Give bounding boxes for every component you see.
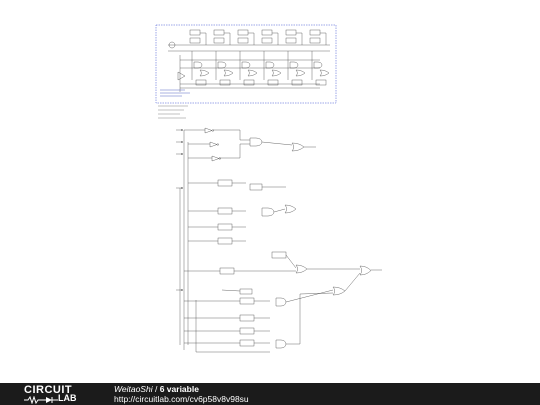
- separator: /: [154, 384, 158, 394]
- or-gate: [359, 265, 372, 276]
- wire: [285, 254, 297, 269]
- and-gate: [249, 137, 263, 147]
- component-box: [217, 223, 233, 231]
- component-box: [261, 37, 273, 44]
- component-box: [219, 267, 235, 275]
- wire: [261, 141, 293, 146]
- and-gate: [241, 61, 251, 69]
- or-gate: [271, 69, 282, 77]
- schematic: [155, 24, 382, 353]
- component-box: [267, 79, 279, 86]
- component-box: [285, 37, 297, 44]
- component-box: [237, 37, 249, 44]
- component-box: [189, 29, 201, 36]
- or-gate: [295, 69, 306, 77]
- not-gate: [211, 155, 220, 162]
- or-gate: [247, 69, 258, 77]
- component-box: [219, 79, 231, 86]
- component-box: [309, 37, 321, 44]
- and-gate: [265, 61, 275, 69]
- not-bubble: [216, 143, 219, 146]
- and-gate: [217, 61, 227, 69]
- component-box: [195, 79, 207, 86]
- component-box: [249, 183, 263, 191]
- block-notes: [158, 89, 190, 119]
- input-pin: [180, 140, 183, 143]
- component-box: [217, 207, 233, 215]
- component-box: [239, 339, 255, 347]
- component-box: [217, 179, 233, 187]
- or-gate: [223, 69, 234, 77]
- and-gate: [275, 297, 287, 307]
- component-box: [239, 314, 255, 322]
- logic-network: [176, 127, 382, 353]
- component-box: [239, 288, 253, 295]
- component-box: [239, 327, 255, 335]
- component-box: [271, 251, 287, 259]
- and-gate: [193, 61, 203, 69]
- and-gate: [261, 207, 275, 217]
- component-box: [243, 79, 255, 86]
- component-box: [213, 29, 225, 36]
- wire: [285, 289, 334, 303]
- logo-waveform-icon: [24, 396, 58, 404]
- input-pin: [180, 289, 183, 292]
- component-box: [285, 29, 297, 36]
- circuit-title: 6 variable: [159, 384, 199, 394]
- or-gate: [199, 69, 210, 77]
- logo-text-top: CIRCUIT: [24, 384, 73, 396]
- or-gate: [332, 286, 346, 296]
- and-gate: [313, 61, 323, 69]
- not-bubble: [218, 157, 221, 160]
- schematic-canvas[interactable]: [0, 0, 540, 383]
- or-gate: [284, 204, 297, 214]
- circuit-url-link[interactable]: http://circuitlab.com/cv6p58v8v98su: [114, 393, 249, 404]
- wire: [221, 289, 241, 292]
- component-box: [217, 237, 233, 245]
- or-gate: [291, 142, 305, 152]
- input-pin: [180, 186, 183, 189]
- credits: WeitaoShi / 6 variable http://circuitlab…: [114, 384, 249, 404]
- register-stages: [189, 29, 330, 86]
- input-pin: [180, 152, 183, 155]
- or-gate: [319, 69, 330, 77]
- not-gate: [204, 127, 213, 134]
- or-gate: [295, 264, 308, 274]
- component-box: [237, 29, 249, 36]
- component-box: [189, 37, 201, 44]
- component-box: [291, 79, 303, 86]
- input-pin: [180, 128, 183, 131]
- logo-text-bottom: LAB: [58, 393, 77, 403]
- shift-register-block: [155, 24, 337, 104]
- component-box: [213, 37, 225, 44]
- and-gate: [289, 61, 299, 69]
- and-gate: [275, 339, 287, 349]
- component-box: [239, 297, 255, 305]
- footer-bar: CIRCUIT LAB WeitaoShi / 6 variable http:…: [0, 383, 540, 405]
- component-box: [315, 79, 327, 86]
- author-link[interactable]: WeitaoShi: [114, 384, 153, 394]
- wire: [273, 208, 286, 213]
- component-box: [261, 29, 273, 36]
- wire: [299, 292, 334, 295]
- circuitlab-logo[interactable]: CIRCUIT LAB: [24, 384, 96, 404]
- not-bubble: [211, 129, 214, 132]
- not-gate: [209, 141, 218, 148]
- component-box: [309, 29, 321, 36]
- wire: [344, 272, 361, 292]
